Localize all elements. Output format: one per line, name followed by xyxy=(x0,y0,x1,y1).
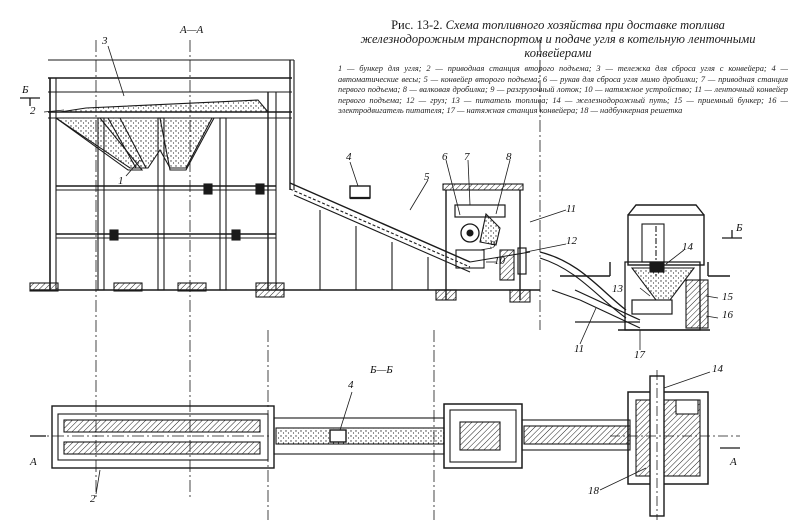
callout-13: 13 xyxy=(612,283,623,295)
callout-1: 1 xyxy=(118,175,124,187)
caption-title: Рис. 13-2. Схема топливного хозяйства пр… xyxy=(338,18,778,60)
coal-bunkers xyxy=(54,99,270,171)
callout-16: 16 xyxy=(722,309,733,321)
callout-10: 10 xyxy=(494,255,505,267)
callout-7: 7 xyxy=(464,151,470,163)
callout-14-plan: 14 xyxy=(712,363,723,375)
callout-2: 2 xyxy=(30,105,36,117)
crusher-house xyxy=(435,40,541,330)
callout-17: 17 xyxy=(634,349,645,361)
bunker-building xyxy=(29,40,300,500)
callout-11-bottom: 11 xyxy=(574,343,585,355)
callout-14-top: 14 xyxy=(682,241,693,253)
conveyor-first-lift xyxy=(469,251,730,329)
plan-view-bb xyxy=(32,330,740,520)
callout-18: 18 xyxy=(588,485,599,497)
section-markers xyxy=(20,97,742,449)
callout-2-plan: 2 xyxy=(90,493,96,505)
callout-5: 5 xyxy=(424,171,430,183)
callout-8: 8 xyxy=(506,151,512,163)
section-mark-b-left: Б xyxy=(22,84,29,96)
conveyor-second-lift xyxy=(289,182,540,291)
section-mark-a-right: А xyxy=(730,456,737,468)
callout-3: 3 xyxy=(102,35,108,47)
figure-legend: 1 — бункер для угля; 2 — приводная станц… xyxy=(338,64,788,116)
caption-text: Схема топливного хозяйства при доставке … xyxy=(360,18,756,60)
callout-4-top: 4 xyxy=(346,151,352,163)
leader-lines xyxy=(43,45,719,495)
caption-lead: Рис. 13-2. xyxy=(391,18,443,32)
callout-9: 9 xyxy=(490,239,496,251)
section-mark-b-right: Б xyxy=(736,222,743,234)
section-mark-a-left: А xyxy=(30,456,37,468)
callout-11-top: 11 xyxy=(566,203,577,215)
figure-caption: Рис. 13-2. Схема топливного хозяйства пр… xyxy=(338,18,778,60)
callout-6: 6 xyxy=(442,151,448,163)
callout-12: 12 xyxy=(566,235,577,247)
section-title-aa: А—А xyxy=(180,24,204,36)
callout-15: 15 xyxy=(722,291,733,303)
callout-4-plan: 4 xyxy=(348,379,354,391)
section-title-bb: Б—Б xyxy=(370,364,393,376)
receiving-bunker xyxy=(618,204,710,331)
